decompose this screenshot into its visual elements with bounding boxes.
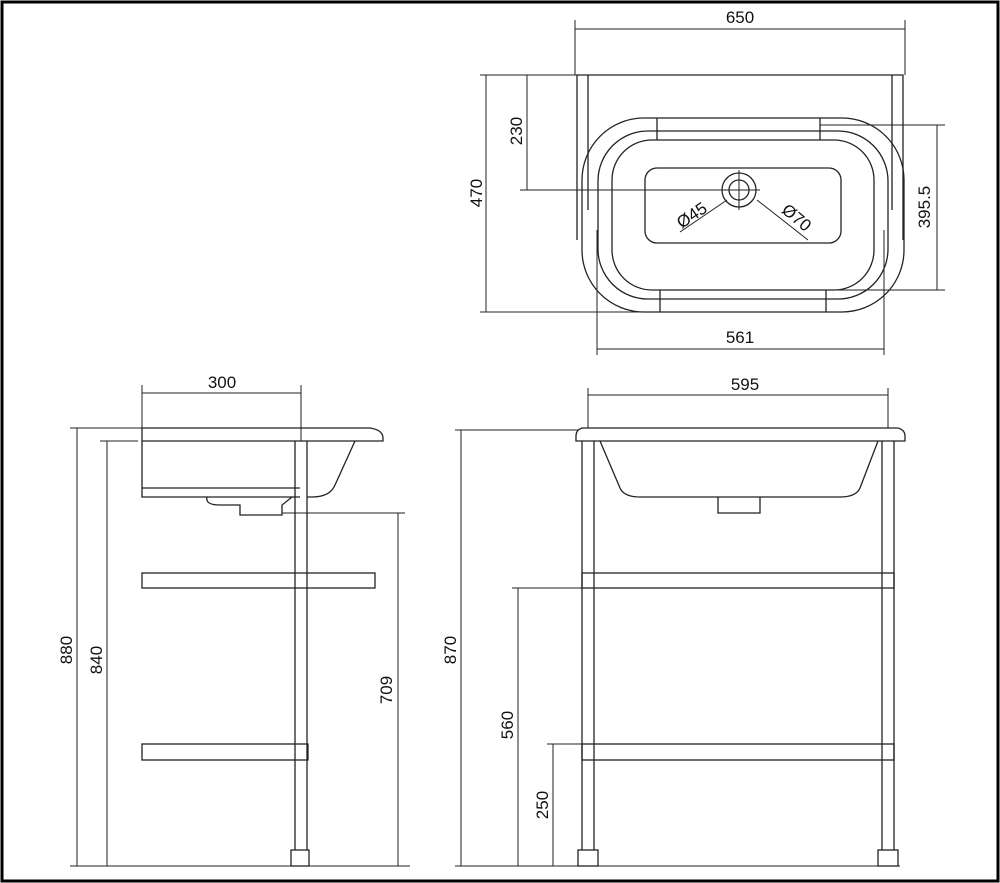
front-shelf-lower [581,743,895,761]
front-counter [575,427,906,442]
dim-650: 650 [726,8,754,27]
side-leg [294,441,308,850]
dim-595-line [587,388,889,428]
dim-840-line [100,440,138,866]
side-view: 300 880 840 709 [57,373,410,867]
side-counter [141,427,384,442]
dim-230-line [520,74,720,191]
dim-880: 880 [57,636,76,664]
dim-880-line [70,427,142,866]
dim-470-line [480,74,640,313]
dim-300-line [141,385,302,441]
front-view: 595 870 560 250 [441,375,906,867]
dim-395-5: 395.5 [915,186,934,229]
dim-560: 560 [498,711,517,739]
dim-840: 840 [87,646,106,674]
front-legs [581,441,895,850]
dim-560-line [512,587,582,866]
front-bowl [599,440,879,498]
bowl-ring-inner [611,139,875,291]
top-view: 650 470 230 395.5 561 Ø45 Ø70 [467,8,945,355]
dim-250: 250 [533,791,552,819]
front-shelf-upper [581,572,895,589]
dim-561: 561 [726,328,754,347]
dim-250-line [547,743,582,866]
side-foot [290,849,310,867]
bowl-ring [597,130,889,300]
dim-300: 300 [208,373,236,392]
front-foot-right [877,849,899,867]
dim-395-line [820,124,945,291]
waste-centerline [719,170,760,210]
dim-870-line [455,429,578,866]
bowl-facets [656,118,827,312]
dim-470: 470 [467,179,486,207]
front-foot-left [577,849,599,867]
counter-outline [576,74,904,240]
dim-709-line [282,512,405,866]
bowl-outer [581,117,905,313]
side-waste [206,496,293,516]
diameter-leaders [679,199,809,241]
dim-650-line [574,20,906,75]
bowl-base [644,167,842,244]
side-shelf-upper [141,572,376,589]
side-bowl [141,440,356,498]
dim-230: 230 [507,117,526,145]
side-shelf-lower [141,743,309,761]
dim-595: 595 [731,375,759,394]
dim-870: 870 [441,636,460,664]
dim-d70: Ø70 [778,200,815,235]
front-waste [717,497,761,514]
dim-561-line [596,230,885,355]
dim-709: 709 [377,676,396,704]
dim-d45: Ø45 [673,199,710,233]
